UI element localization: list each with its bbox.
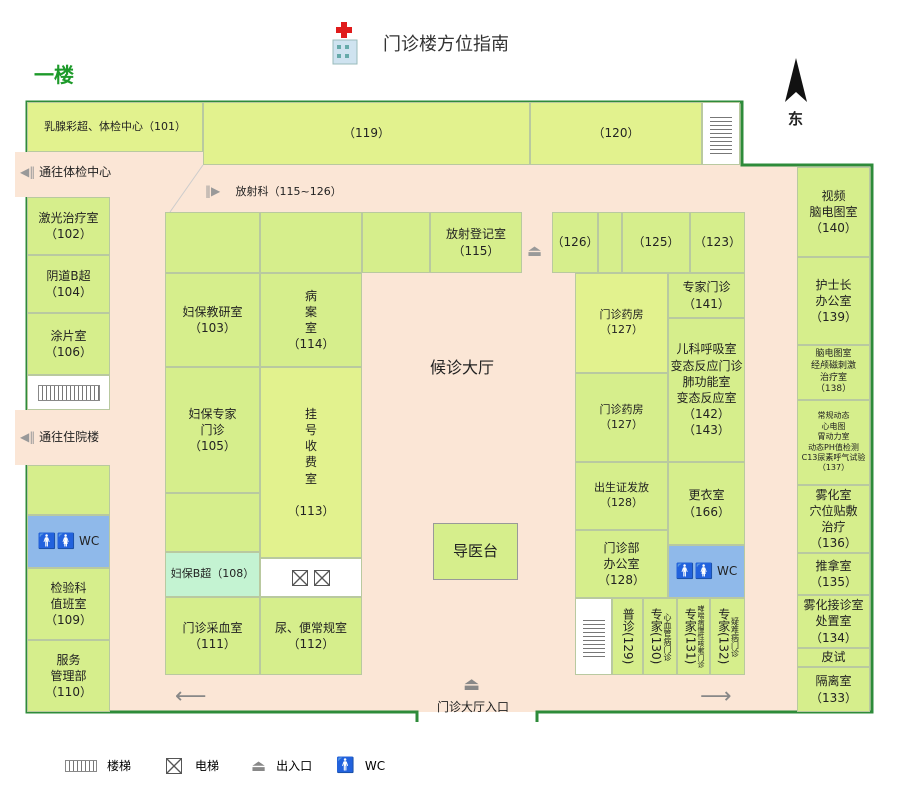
- stairs-bottom: [575, 598, 612, 675]
- door-arrow-icon: ‖▶: [205, 184, 221, 198]
- hospital-icon: [330, 20, 360, 66]
- room-sublabel: 疑难病门诊: [730, 616, 740, 657]
- room-131: 专家(131)哮喘病慢性咳嗽门诊: [677, 598, 710, 675]
- room-137: 常规动态 心电图 胃动力室 动态PH值检测 C13尿素呼气试验 （137）: [797, 400, 870, 485]
- room-label: 专家(131): [683, 608, 698, 665]
- room-136: 雾化室 穴位贴敷 治疗 （136）: [797, 485, 870, 553]
- entrance-icon: ⏏: [251, 756, 267, 775]
- corridor-label: 通往住院楼: [39, 430, 100, 444]
- corridor-to-checkup[interactable]: ◀‖ 通往体检中心: [20, 165, 111, 179]
- room-166: 更衣室 （166）: [668, 462, 745, 545]
- stairs-icon: [37, 384, 100, 401]
- legend-elevator: 电梯: [195, 759, 220, 773]
- room-135: 推拿室 （135）: [797, 553, 870, 595]
- left-arrow-icon: ⟵: [175, 684, 207, 709]
- room-unlabeled: [598, 212, 622, 273]
- room-unlabeled: [165, 212, 260, 273]
- room-unlabeled: [260, 212, 362, 273]
- room-119: （119）: [203, 102, 530, 165]
- room-139: 护士长 办公室 （139）: [797, 257, 870, 345]
- corridor-to-inpatient[interactable]: ◀‖ 通往住院楼: [20, 430, 99, 444]
- room-sublabel: 心血管病门诊: [662, 612, 672, 661]
- corridor-label: 通往体检中心: [39, 165, 112, 179]
- room-128b: 门诊部 办公室 （128）: [575, 530, 668, 598]
- corridor-label: 放射科（115~126）: [235, 185, 342, 198]
- wc-label: WC: [78, 534, 100, 549]
- main-entrance[interactable]: 门诊大厅入口: [437, 700, 510, 714]
- stairs-icon: [65, 759, 97, 772]
- room-128a: 出生证发放 （128）: [575, 462, 668, 530]
- room-109: 检验科 值班室 （109）: [27, 568, 110, 640]
- room-141: 专家门诊 （141）: [668, 273, 745, 318]
- floor-label: 一楼: [34, 63, 74, 87]
- stairs-top: [702, 102, 740, 165]
- room-unlabeled: [362, 212, 430, 273]
- room-114: 病 案 室 （114）: [260, 273, 362, 367]
- legend-stairs: 楼梯: [107, 759, 132, 773]
- room-111: 门诊采血室 （111）: [165, 597, 260, 675]
- room-empty-left: [27, 465, 110, 515]
- room-140: 视频 脑电图室 （140）: [797, 167, 870, 257]
- room-102: 激光治疗室 （102）: [27, 197, 110, 255]
- stairs-icon: [582, 616, 605, 657]
- room-127a: 门诊药房 （127）: [575, 273, 668, 373]
- wc-right: 🚹🚺 WC: [668, 545, 745, 598]
- entrance-icon: ⏏: [463, 674, 481, 695]
- corridor-radiology[interactable]: ‖▶ 放射科（115~126）: [205, 184, 342, 198]
- room-label: 专家(132): [716, 608, 731, 665]
- room-130: 专家(130)心血管病门诊: [643, 598, 677, 675]
- elevator-icon: [166, 757, 183, 774]
- room-110: 服务 管理部 （110）: [27, 640, 110, 712]
- room-138: 脑电图室 经颅磁刺激 治疗室 （138）: [797, 345, 870, 400]
- compass-label: 东: [788, 110, 804, 128]
- door-arrow-icon: ◀‖: [20, 430, 36, 444]
- room-134: 雾化接诊室 处置室 （134）: [797, 595, 870, 648]
- room-142-143: 儿科呼吸室 变态反应门诊 肺功能室 变态反应室 （142） （143）: [668, 318, 745, 462]
- wc-icon: 🚹🚺: [37, 532, 76, 550]
- stairs-left: [27, 375, 110, 410]
- elevators: [260, 558, 362, 597]
- room-126: （126）: [552, 212, 598, 273]
- room-125: （125）: [622, 212, 690, 273]
- room-skin-test: 皮试: [797, 648, 870, 667]
- room-123: （123）: [690, 212, 745, 273]
- room-113: 挂 号 收 费 室 （113）: [260, 367, 362, 558]
- entrance-icon: ⏏: [527, 241, 543, 260]
- waiting-hall-label: 候诊大厅: [430, 358, 495, 377]
- room-unlabeled: [165, 493, 260, 552]
- wc-left: 🚹🚺 WC: [27, 515, 110, 568]
- page-title: 门诊楼方位指南: [383, 34, 509, 55]
- room-label: 普诊(129): [621, 608, 636, 665]
- wc-icon: 🚹: [336, 756, 355, 774]
- room-132: 专家(132)疑难病门诊: [710, 598, 745, 675]
- legend: 楼梯 电梯 ⏏ 出入口 🚹 WC: [65, 756, 385, 775]
- room-101: 乳腺彩超、体检中心（101）: [27, 102, 203, 152]
- room-120: （120）: [530, 102, 702, 165]
- room-103: 妇保教研室 （103）: [165, 273, 260, 367]
- wc-label: WC: [716, 564, 738, 579]
- stairs-icon: [710, 113, 732, 154]
- room-105: 妇保专家 门诊 （105）: [165, 367, 260, 493]
- room-label: 专家(130): [649, 608, 664, 665]
- wc-icon: 🚹🚺: [675, 562, 714, 580]
- room-115: 放射登记室 （115）: [430, 212, 522, 273]
- door-arrow-icon: ◀‖: [20, 165, 36, 179]
- elevator-icon: [314, 569, 330, 586]
- room-sublabel: 哮喘病慢性咳嗽门诊: [696, 605, 705, 668]
- room-108: 妇保B超（108）: [165, 552, 260, 597]
- room-112: 尿、便常规室 （112）: [260, 597, 362, 675]
- room-106: 涂片室 （106）: [27, 313, 110, 375]
- right-arrow-icon: ⟶: [700, 684, 732, 709]
- guide-desk[interactable]: 导医台: [433, 523, 518, 580]
- room-133: 隔离室 （133）: [797, 667, 870, 712]
- legend-wc: WC: [364, 758, 386, 773]
- north-arrow-icon: [783, 58, 809, 108]
- elevator-icon: [292, 569, 308, 586]
- room-127b: 门诊药房 （127）: [575, 373, 668, 462]
- legend-entrance: 出入口: [276, 759, 313, 773]
- room-104: 阴道B超 （104）: [27, 255, 110, 313]
- room-129: 普诊(129): [612, 598, 643, 675]
